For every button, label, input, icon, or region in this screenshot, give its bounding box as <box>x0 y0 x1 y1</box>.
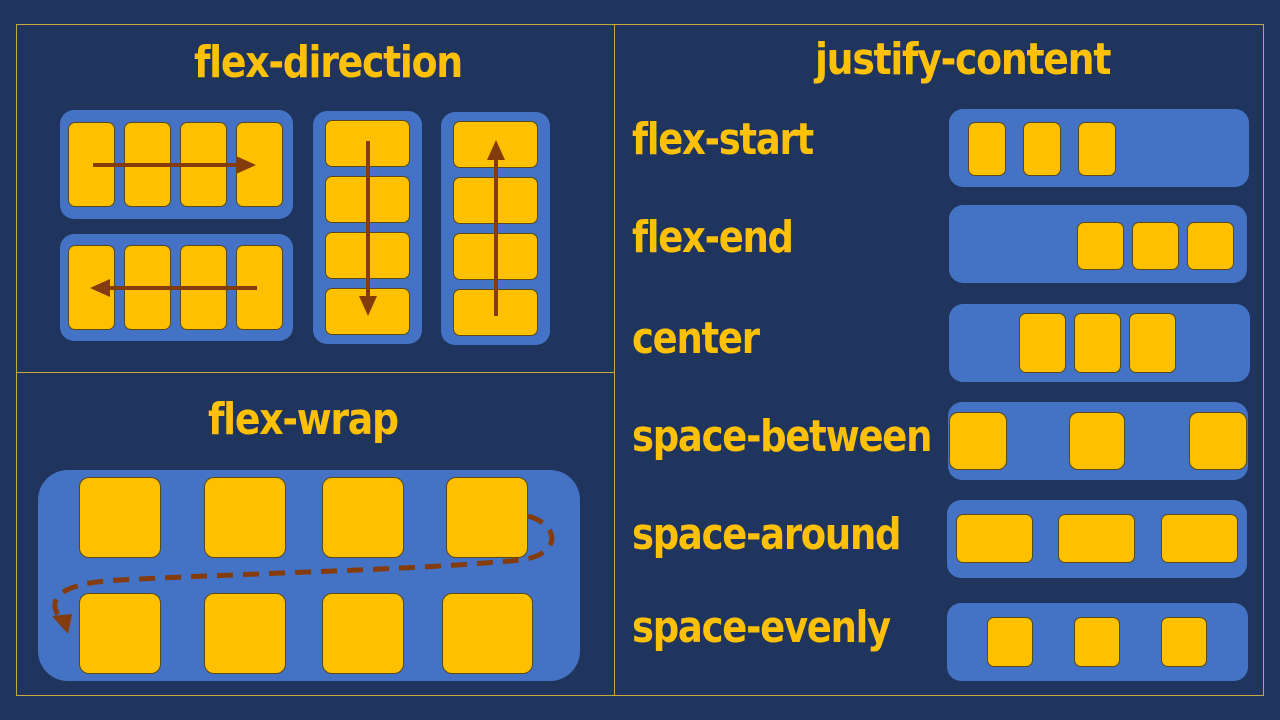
flex-item <box>325 120 410 167</box>
label-space-around: space-around <box>632 509 901 560</box>
flex-item <box>1069 412 1125 470</box>
flex-start-container <box>949 109 1249 187</box>
justify-content-panel <box>614 24 1264 696</box>
label-flex-start: flex-start <box>632 114 814 165</box>
flex-item <box>180 122 227 207</box>
flex-item <box>1074 617 1120 667</box>
column-reverse-container <box>441 112 550 345</box>
flex-item <box>124 245 171 330</box>
flex-item <box>124 122 171 207</box>
flex-item <box>1077 222 1124 270</box>
flex-item <box>1129 313 1176 373</box>
label-space-evenly: space-evenly <box>632 602 891 653</box>
flex-item <box>322 593 404 674</box>
flex-item <box>322 477 404 558</box>
flex-item <box>236 245 283 330</box>
flex-item <box>1189 412 1247 470</box>
flex-item <box>1187 222 1234 270</box>
flex-item <box>204 593 286 674</box>
flex-item <box>949 412 1007 470</box>
flex-end-container <box>949 205 1247 283</box>
flex-item <box>1074 313 1121 373</box>
flex-wrap-title: flex-wrap <box>208 394 399 445</box>
flex-item <box>79 593 161 674</box>
row-container <box>60 110 293 219</box>
flex-item <box>79 477 161 558</box>
flex-item <box>1078 122 1116 176</box>
justify-content-title: justify-content <box>815 34 1111 85</box>
flex-item <box>956 514 1033 563</box>
flex-item <box>1161 514 1238 563</box>
flex-item <box>1019 313 1066 373</box>
flex-item <box>325 176 410 223</box>
flex-item <box>236 122 283 207</box>
center-container <box>949 304 1250 382</box>
flex-item <box>325 232 410 279</box>
label-flex-end: flex-end <box>632 212 794 263</box>
row-reverse-container <box>60 234 293 341</box>
flex-direction-title: flex-direction <box>194 37 463 88</box>
flex-item <box>204 477 286 558</box>
space-between-container <box>948 402 1248 480</box>
wrap-container <box>38 470 580 681</box>
flex-item <box>442 593 533 674</box>
flex-item <box>180 245 227 330</box>
label-center: center <box>632 313 760 364</box>
flex-item <box>1058 514 1135 563</box>
space-around-container <box>947 500 1247 578</box>
flex-item <box>987 617 1033 667</box>
flex-item <box>453 233 538 280</box>
flex-item <box>1161 617 1207 667</box>
space-evenly-container <box>947 603 1248 681</box>
flex-item <box>453 177 538 224</box>
flex-item <box>453 289 538 336</box>
flex-item <box>1023 122 1061 176</box>
label-space-between: space-between <box>632 411 932 462</box>
column-container <box>313 111 422 344</box>
flex-item <box>68 245 115 330</box>
flex-item <box>325 288 410 335</box>
flex-item <box>446 477 528 558</box>
flex-item <box>968 122 1006 176</box>
flex-item <box>68 122 115 207</box>
flex-item <box>453 121 538 168</box>
flex-item <box>1132 222 1179 270</box>
